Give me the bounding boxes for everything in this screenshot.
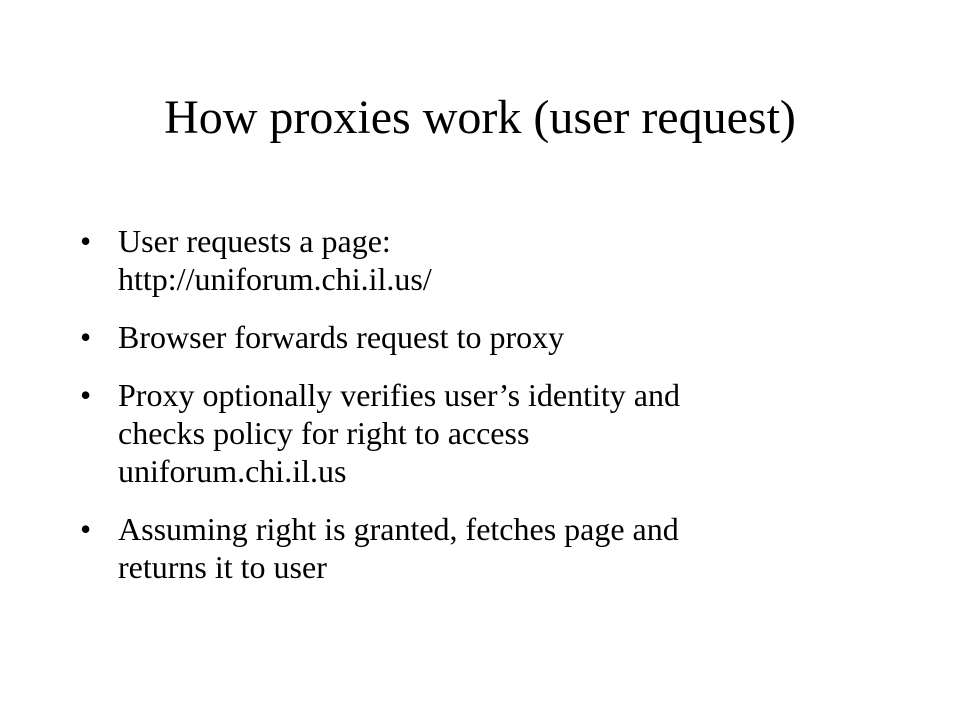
bullet-item-fetches-page: • Assuming right is granted, fetches pag… [80,510,880,586]
bullet-dot-icon: • [80,223,92,259]
bullet-list: • User requests a page: http://uniforum.… [80,222,880,606]
bullet-item-proxy-verifies: • Proxy optionally verifies user’s ident… [80,376,880,490]
bullet-domain-line: uniforum.chi.il.us [118,453,347,489]
bullet-text-line: Browser forwards request to proxy [118,319,565,355]
bullet-dot-icon: • [80,511,92,547]
bullet-dot-icon: • [80,377,92,413]
bullet-dot-icon: • [80,319,92,355]
bullet-text-line: Assuming right is granted, fetches page … [118,511,679,547]
bullet-text-line: Proxy optionally verifies user’s identit… [118,377,680,413]
bullet-url-line: http://uniforum.chi.il.us/ [118,261,432,297]
slide-title: How proxies work (user request) [164,91,796,144]
bullet-item-browser-forwards: • Browser forwards request to proxy [80,318,880,356]
bullet-text-line: checks policy for right to access [118,415,530,451]
bullet-text-line: returns it to user [118,549,327,585]
bullet-item-user-request: • User requests a page: http://uniforum.… [80,222,880,298]
bullet-text-line: User requests a page: [118,223,391,259]
